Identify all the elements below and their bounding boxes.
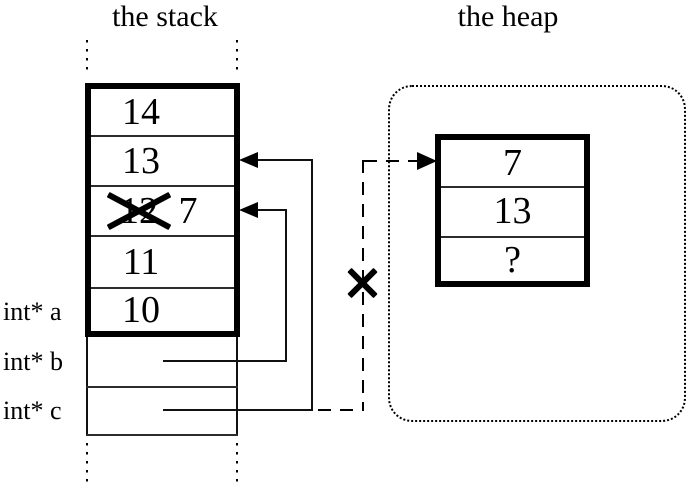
stack-boundary-dotted-line-top-right bbox=[236, 40, 238, 74]
stack-boundary-dotted-line-bottom-right bbox=[236, 443, 238, 488]
stack-cell-value: 11 bbox=[122, 241, 160, 283]
heap-region-dotted-border bbox=[388, 85, 686, 422]
heap-block-box bbox=[435, 134, 590, 287]
stack-boundary-dotted-line-bottom-left bbox=[86, 443, 88, 488]
pointer-b-arrowhead-icon bbox=[239, 202, 258, 218]
pointer-cells-divider bbox=[86, 386, 238, 388]
dangling-pointer-dashed-bottom bbox=[318, 409, 364, 411]
stack-cell-value: 13 bbox=[122, 140, 160, 182]
pointer-c-arrowhead-icon bbox=[239, 152, 258, 168]
stack-cell-value: 14 bbox=[122, 91, 160, 133]
stack-boundary-dotted-line-top-left bbox=[86, 40, 88, 74]
stack-cell-new-value: 7 bbox=[178, 190, 198, 232]
heap-cell-value: 13 bbox=[493, 190, 532, 232]
pointer-b-line-top bbox=[256, 209, 287, 211]
pointer-label-c: int* c bbox=[3, 396, 62, 425]
pointer-c-line-horizontal bbox=[163, 409, 313, 411]
stack-cell-value: 10 bbox=[122, 289, 160, 331]
dangling-pointer-arrowhead-icon bbox=[417, 152, 437, 170]
stack-cell-divider bbox=[91, 135, 234, 137]
pointer-b-line-vertical bbox=[285, 210, 287, 362]
pointer-b-line-horizontal bbox=[163, 360, 287, 362]
pointer-cells-bottom-border bbox=[86, 434, 238, 436]
heap-title: the heap bbox=[457, 0, 559, 33]
stack-title: the stack bbox=[112, 0, 218, 33]
dangling-pointer-dashed-vertical bbox=[362, 160, 364, 410]
pointer-c-line-top bbox=[256, 159, 313, 161]
heap-cell-value: ? bbox=[504, 239, 521, 281]
stack-cell-divider bbox=[91, 287, 234, 289]
stack-cell-divider bbox=[91, 185, 234, 187]
heap-cell-value: 7 bbox=[503, 142, 522, 184]
heap-cell-divider bbox=[441, 236, 584, 238]
heap-cell-divider bbox=[441, 186, 584, 188]
stack-cell-divider bbox=[91, 235, 234, 237]
pointer-c-line-vertical bbox=[311, 160, 313, 411]
pointer-label-b: int* b bbox=[3, 347, 63, 376]
dangling-pointer-dashed-top bbox=[364, 160, 417, 162]
pointer-label-a: int* a bbox=[3, 297, 62, 326]
